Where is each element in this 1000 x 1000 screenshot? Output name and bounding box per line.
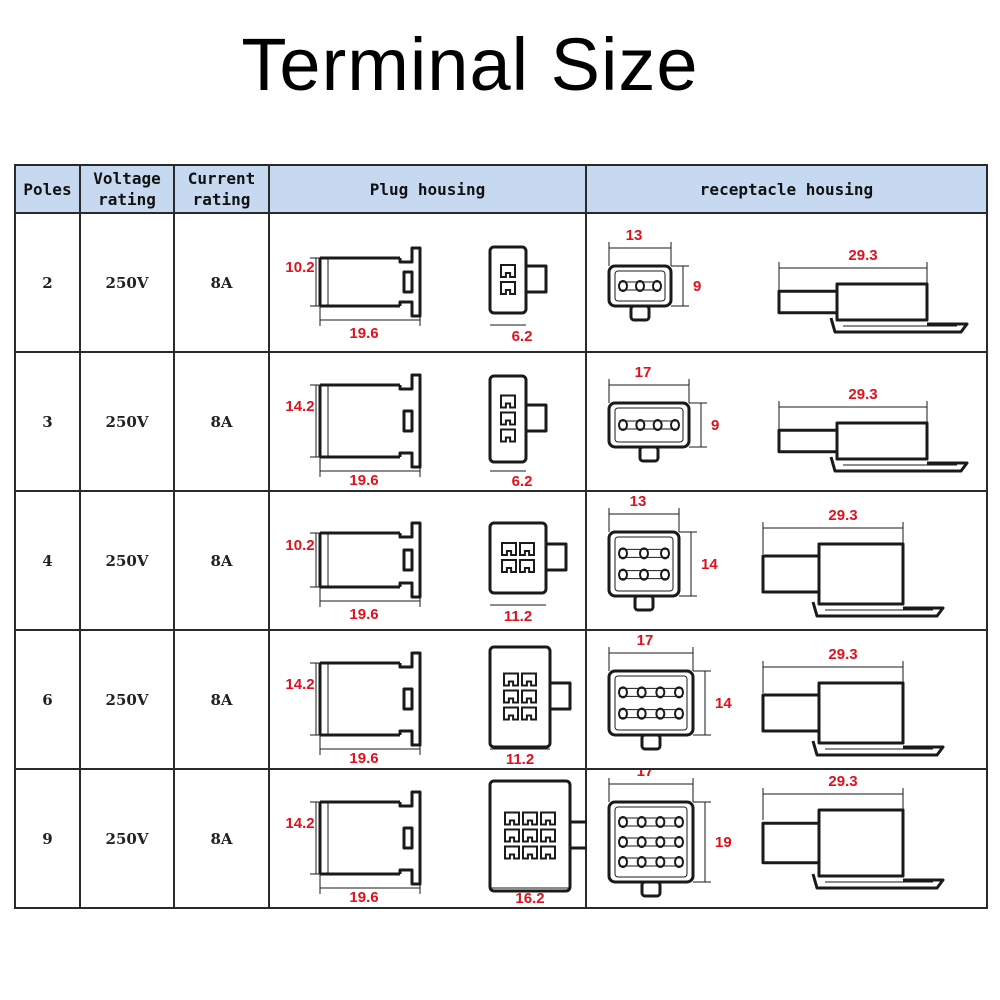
plug-drawing-cell: 14.2 19.6 11.2 [268,629,587,770]
receptacle-width-dimension: 17 [637,632,654,649]
receptacle-width-dimension: 13 [630,493,647,510]
receptacle-length-dimension: 29.3 [848,386,877,403]
header-poles: Poles [14,164,81,214]
voltage-cell: 250V [79,768,175,909]
current-cell: 8A [173,490,270,631]
plug-height-dimension: 14.2 [285,815,314,832]
terminal-size-table: Poles Voltage rating Current rating Plug… [14,164,988,909]
plug-length-dimension: 19.6 [349,606,378,623]
poles-cell: 4 [14,490,81,631]
poles-cell: 2 [14,212,81,353]
plug-drawing-cell: 10.2 19.6 11.2 [268,490,587,631]
receptacle-length-dimension: 29.3 [828,507,857,524]
voltage-cell: 250V [79,212,175,353]
poles-cell: 3 [14,351,81,492]
plug-drawing-cell: 10.2 19.6 6.2 [268,212,587,353]
header-plug-housing: Plug housing [268,164,587,214]
receptacle-length-dimension: 29.3 [828,773,857,790]
receptacle-height-dimension: 14 [715,695,732,712]
receptacle-height-dimension: 14 [701,556,718,573]
receptacle-width-dimension: 17 [635,364,652,381]
plug-drawing-cell: 14.2 19.6 16.2 [268,768,587,909]
plug-width-dimension: 6.2 [512,473,533,490]
current-cell: 8A [173,212,270,353]
receptacle-width-dimension: 17 [637,770,654,780]
plug-width-dimension: 11.2 [504,608,532,625]
header-receptacle-housing: receptacle housing [585,164,988,214]
receptacle-drawing-cell: 13 9 29.3 [585,212,988,353]
current-cell: 8A [173,351,270,492]
voltage-cell: 250V [79,490,175,631]
plug-width-dimension: 11.2 [506,751,534,768]
receptacle-drawing-cell: 17 14 29.3 [585,629,988,770]
header-current-rating: Current rating [173,164,270,214]
plug-drawing-cell: 14.2 19.6 6.2 [268,351,587,492]
plug-length-dimension: 19.6 [349,472,378,489]
page-title: Terminal Size [241,23,699,106]
receptacle-housing-drawing: 13 9 29.3 [607,227,969,334]
header-voltage-rating: Voltage rating [79,164,175,214]
receptacle-height-dimension: 19 [715,834,732,851]
plug-height-dimension: 14.2 [285,676,314,693]
plug-housing-drawing: 10.2 19.6 11.2 [285,521,568,625]
poles-cell: 9 [14,768,81,909]
plug-width-dimension: 16.2 [515,890,544,907]
voltage-cell: 250V [79,629,175,770]
plug-housing-drawing: 10.2 19.6 6.2 [285,245,548,345]
plug-length-dimension: 19.6 [349,889,378,906]
voltage-cell: 250V [79,351,175,492]
plug-width-dimension: 6.2 [512,328,533,345]
receptacle-housing-drawing: 17 19 29.3 [607,770,945,898]
receptacle-width-dimension: 13 [626,227,643,244]
receptacle-housing-drawing: 17 14 29.3 [607,632,945,757]
plug-length-dimension: 19.6 [349,750,378,767]
receptacle-drawing-cell: 17 19 29.3 [585,768,988,909]
receptacle-length-dimension: 29.3 [828,646,857,663]
receptacle-height-dimension: 9 [693,278,701,295]
plug-housing-drawing: 14.2 19.6 6.2 [285,373,548,490]
current-cell: 8A [173,768,270,909]
poles-cell: 6 [14,629,81,770]
receptacle-height-dimension: 9 [711,417,719,434]
receptacle-drawing-cell: 17 9 29.3 [585,351,988,492]
plug-height-dimension: 10.2 [285,537,314,554]
current-cell: 8A [173,629,270,770]
receptacle-housing-drawing: 17 9 29.3 [607,364,969,473]
plug-height-dimension: 14.2 [285,398,314,415]
receptacle-housing-drawing: 13 14 29.3 [607,493,945,618]
plug-housing-drawing: 14.2 19.6 16.2 [285,779,587,907]
table-header-row: Poles Voltage rating Current rating Plug… [14,164,988,214]
plug-height-dimension: 10.2 [285,259,314,276]
receptacle-drawing-cell: 13 14 29.3 [585,490,988,631]
plug-housing-drawing: 14.2 19.6 11.2 [285,645,572,768]
plug-length-dimension: 19.6 [349,325,378,342]
receptacle-length-dimension: 29.3 [848,247,877,264]
